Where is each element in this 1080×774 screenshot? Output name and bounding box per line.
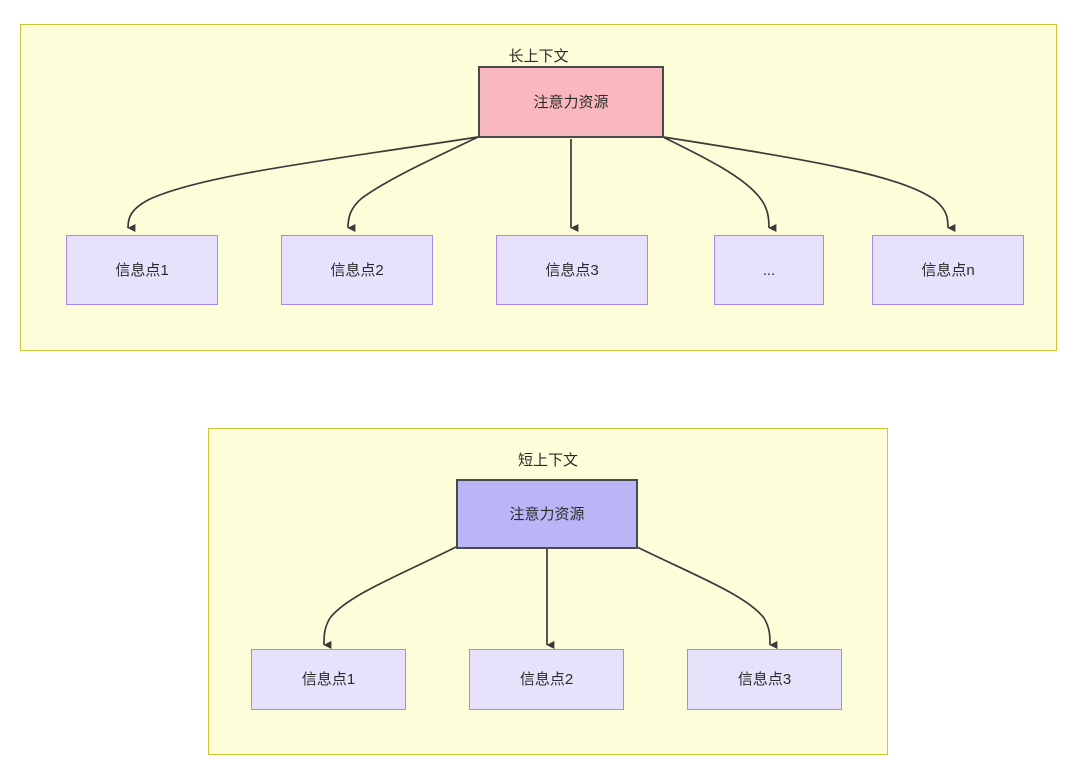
node-label: 信息点1 <box>301 671 356 688</box>
node-label: 信息点1 <box>115 261 169 279</box>
node-label: 信息点n <box>921 261 975 279</box>
node-info-point-2-long[interactable]: 信息点2 <box>281 235 433 305</box>
node-info-point-3-short[interactable]: 信息点3 <box>687 649 842 710</box>
node-info-point-3-long[interactable]: 信息点3 <box>496 235 648 305</box>
node-attention-resource-short[interactable]: 注意力资源 <box>456 479 638 549</box>
group-title-short-context: 短上下文 <box>517 452 578 469</box>
node-label: 信息点2 <box>519 671 574 688</box>
node-info-point-1-short[interactable]: 信息点1 <box>251 649 406 710</box>
node-info-point-ellipsis-long[interactable]: ... <box>714 235 824 305</box>
node-info-point-n-long[interactable]: 信息点n <box>872 235 1024 305</box>
node-label: 信息点3 <box>545 261 599 279</box>
node-label: 信息点3 <box>737 671 792 688</box>
node-label: 注意力资源 <box>533 93 609 111</box>
node-attention-resource-long[interactable]: 注意力资源 <box>478 66 664 138</box>
node-info-point-1-long[interactable]: 信息点1 <box>66 235 218 305</box>
node-label: 注意力资源 <box>509 505 585 523</box>
node-label: 信息点2 <box>330 261 384 279</box>
node-label: ... <box>762 261 776 279</box>
node-info-point-2-short[interactable]: 信息点2 <box>469 649 624 710</box>
group-title-long-context: 长上下文 <box>508 48 569 65</box>
